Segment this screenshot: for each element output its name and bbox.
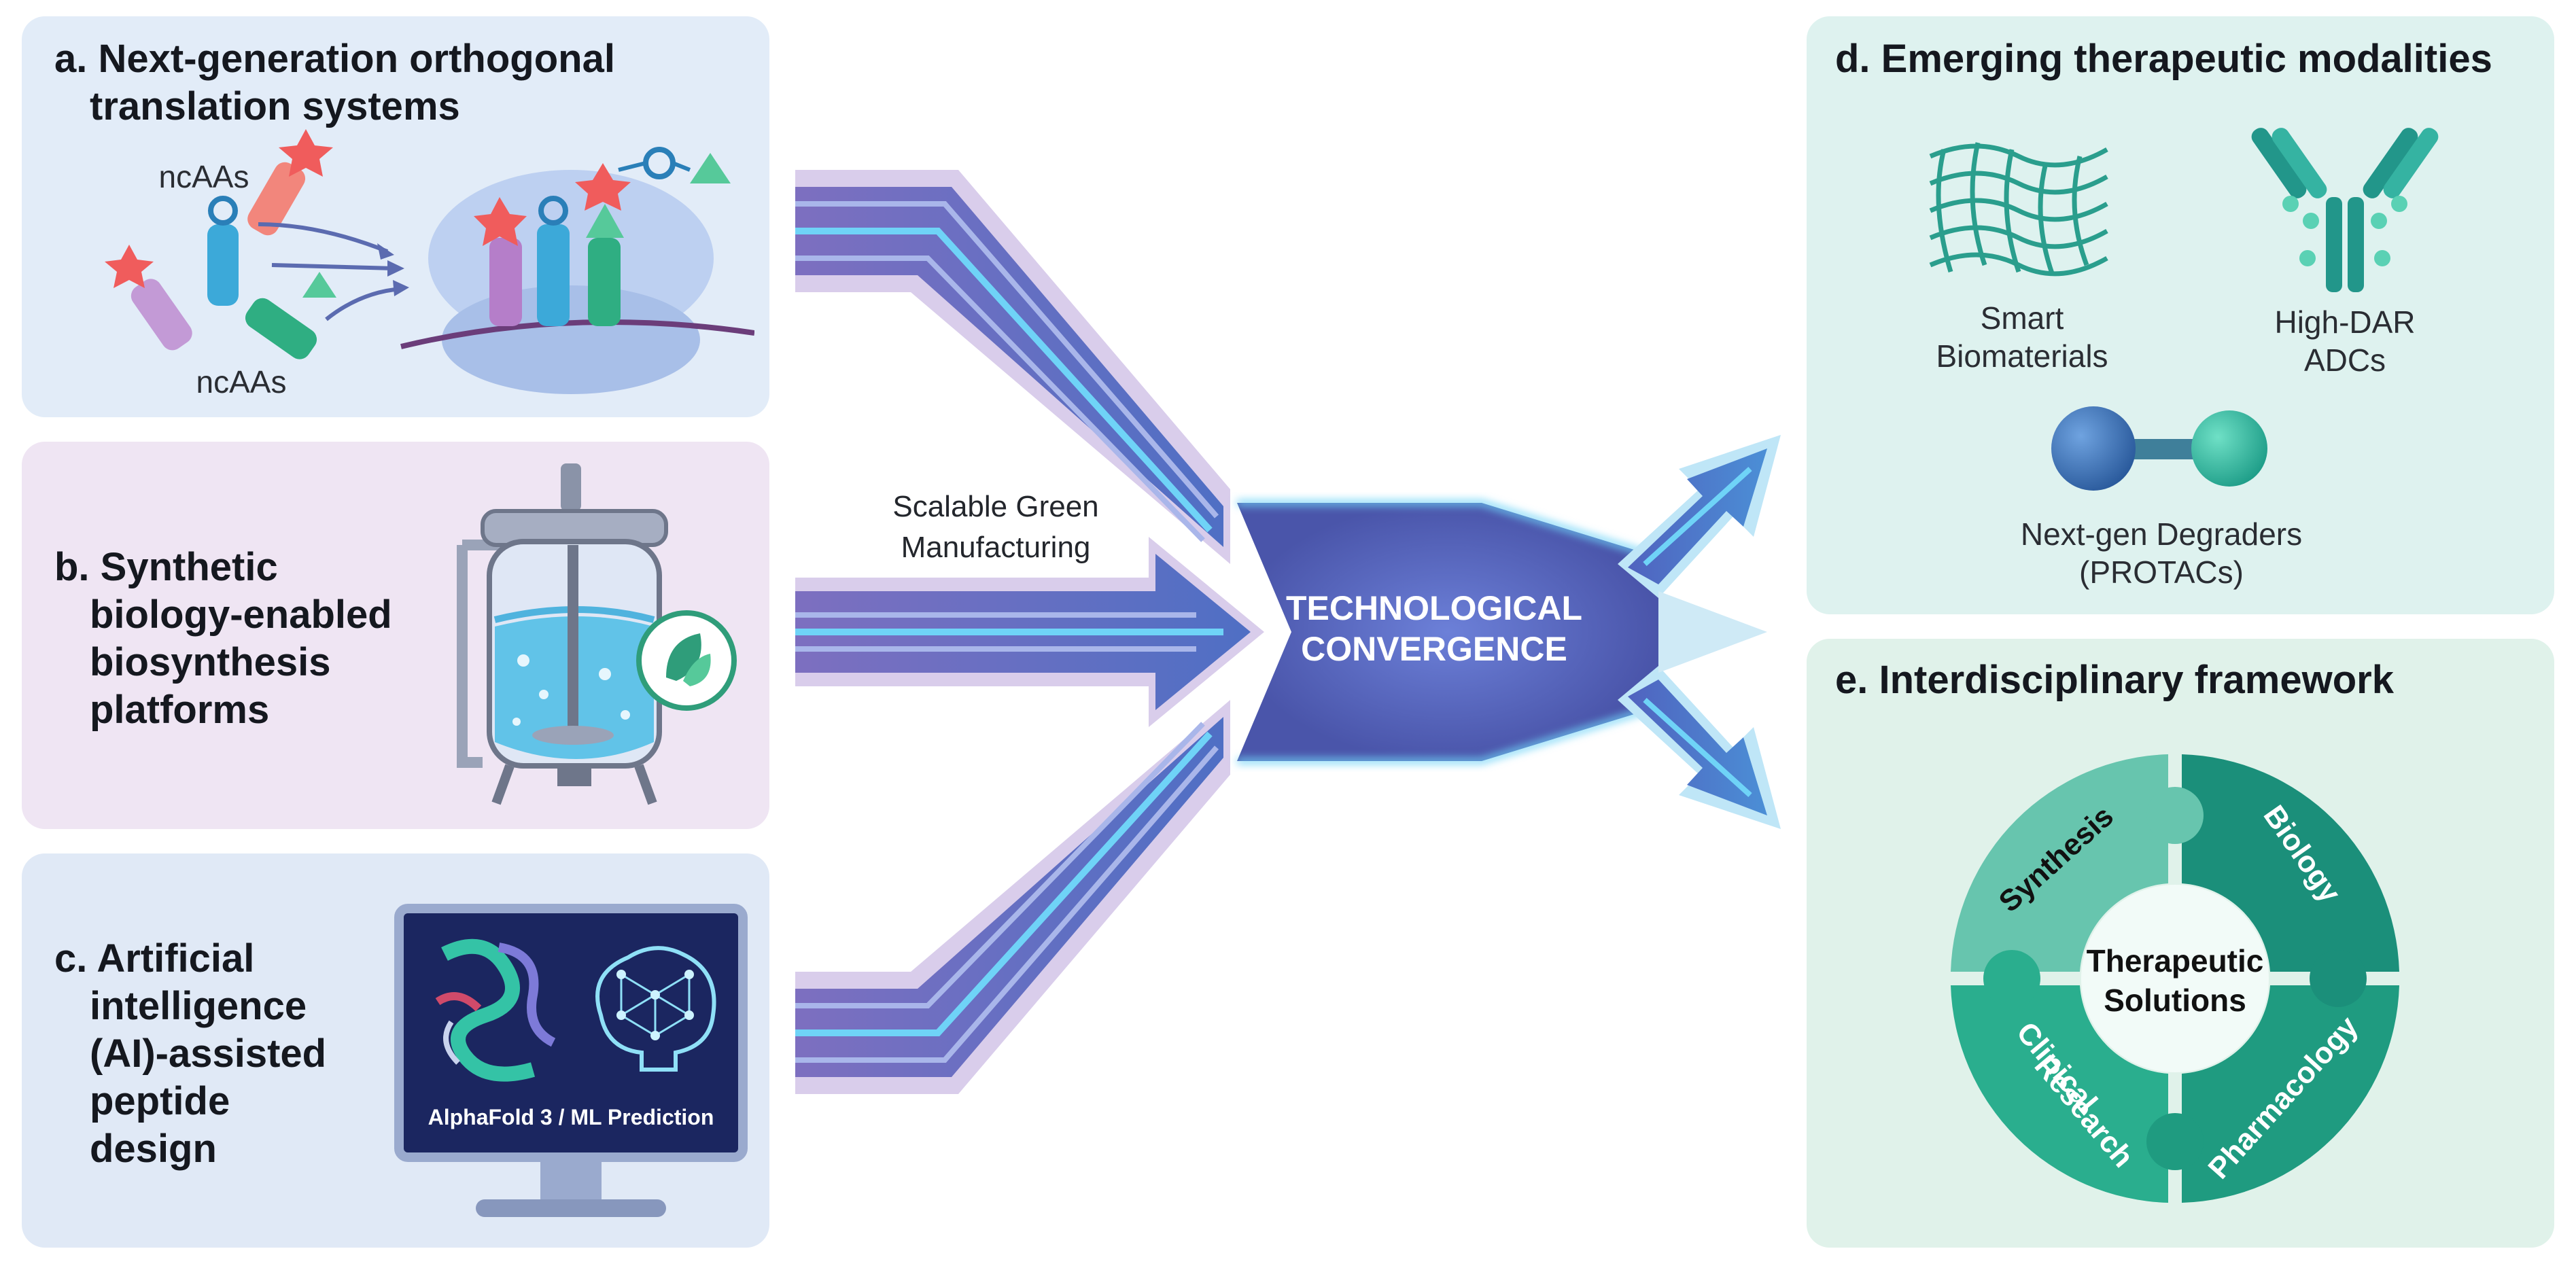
high-dar-adc-label: High-DAR ADCs — [2243, 303, 2447, 379]
neural-brain-icon — [595, 946, 716, 1072]
antibody-adc-icon — [2251, 128, 2439, 292]
protac-label-line1: Next-gen Degraders — [2020, 516, 2303, 552]
panel-c-title-line2: intelligence — [90, 984, 307, 1028]
trna-green-icon — [586, 204, 624, 326]
ncaa-star-icon — [575, 163, 631, 211]
ncaa-triangle-icon — [690, 153, 731, 183]
green-manufacturing-label-line1: Scalable Green — [892, 490, 1098, 523]
panel-d-title: d. Emerging therapeutic modalities — [1835, 37, 2492, 81]
bioreactor-illustration — [457, 463, 737, 805]
panel-a-title: a. Next-generation orthogonal translatio… — [54, 35, 615, 130]
free-ncaa-green-icon — [245, 298, 317, 359]
arrow-from-panel-a — [795, 170, 1230, 564]
arrow-from-panel-b — [795, 537, 1264, 727]
ribosome-icon — [400, 170, 754, 394]
panel-c-title-line4: peptide — [90, 1079, 230, 1123]
panel-b-title-line3: biosynthesis — [90, 640, 331, 684]
panel-c-title-line1: c. Artificial — [54, 936, 255, 981]
monitor-caption: AlphaFold 3 / ML Prediction — [428, 1105, 714, 1129]
free-ncaa-red-icon — [247, 162, 306, 236]
panel-c-title: c. Artificial intelligence (AI)-assisted… — [54, 935, 326, 1173]
panel-d — [1807, 16, 2554, 614]
panel-b-title-line1: b. Synthetic — [54, 545, 278, 589]
leaf-icon — [636, 610, 737, 711]
smart-biomaterials-label: Smart Biomaterials — [1924, 299, 2121, 375]
smart-biomaterials-line2: Biomaterials — [1936, 338, 2108, 374]
monitor-stand — [540, 1162, 602, 1203]
ai-monitor: AlphaFold 3 / ML Prediction — [394, 904, 748, 1162]
panel-b-title: b. Synthetic biology-enabled biosynthesi… — [54, 544, 392, 734]
free-ncaa-purple-icon — [130, 279, 192, 351]
smart-biomaterials-line1: Smart — [1980, 300, 2064, 336]
trna-purple-icon — [474, 197, 527, 326]
ncaa-ring-icon — [643, 147, 676, 179]
protac-label: Next-gen Degraders (PROTACs) — [1971, 515, 2352, 591]
convergence-label-line2: CONVERGENCE — [1301, 630, 1567, 668]
protac-label-line2: (PROTACs) — [2079, 554, 2244, 590]
panel-a-title-line2: translation systems — [90, 84, 460, 128]
smart-biomaterials-icon — [1929, 142, 2108, 277]
ring-center-line2: Solutions — [2104, 983, 2246, 1018]
free-ncaa-blue-icon — [207, 196, 239, 306]
ring-segment-clinical — [1951, 985, 2168, 1203]
high-dar-adc-line2: ADCs — [2303, 342, 2386, 378]
convergence-label-line1: TECHNOLOGICAL — [1286, 589, 1582, 627]
panel-b-title-line4: platforms — [90, 688, 270, 732]
translation-system-illustration — [105, 129, 754, 394]
panel-e-title: e. Interdisciplinary framework — [1835, 658, 2394, 702]
protac-degrader-icon — [2051, 406, 2267, 491]
ncaa-label-bottom: ncAAs — [196, 364, 287, 400]
ring-segment-biology — [2182, 754, 2399, 972]
protein-structure-icon — [435, 938, 556, 1082]
green-manufacturing-label-line2: Manufacturing — [901, 531, 1091, 564]
trna-blue-icon — [537, 196, 570, 326]
high-dar-adc-line1: High-DAR — [2274, 304, 2416, 340]
interdisciplinary-ring: Synthesis Biology Pharmacology Clinical … — [1951, 754, 2399, 1203]
arrow-to-panel-e — [1618, 666, 1781, 829]
free-ncaa-star2-icon — [279, 129, 333, 177]
monitor-base — [476, 1199, 666, 1217]
panel-c-title-line5: design — [90, 1127, 217, 1171]
panel-a-title-line1: a. Next-generation orthogonal — [54, 37, 615, 81]
free-ncaa-triangle-icon — [302, 272, 336, 298]
panel-b-title-line2: biology-enabled — [90, 593, 392, 637]
convergence-core — [1237, 500, 1660, 764]
panel-c-title-line3: (AI)-assisted — [90, 1032, 327, 1076]
free-ncaa-star-icon — [105, 245, 154, 288]
arrow-to-panel-d — [1618, 435, 1781, 598]
ring-center-line1: Therapeutic — [2087, 943, 2264, 979]
arrow-notch — [1658, 591, 1767, 673]
ring-segment-pharmacology — [2182, 985, 2399, 1203]
ring-segment-synthesis — [1951, 754, 2168, 972]
ncaa-label-top: ncAAs — [158, 159, 249, 194]
arrow-from-panel-c — [795, 700, 1230, 1094]
